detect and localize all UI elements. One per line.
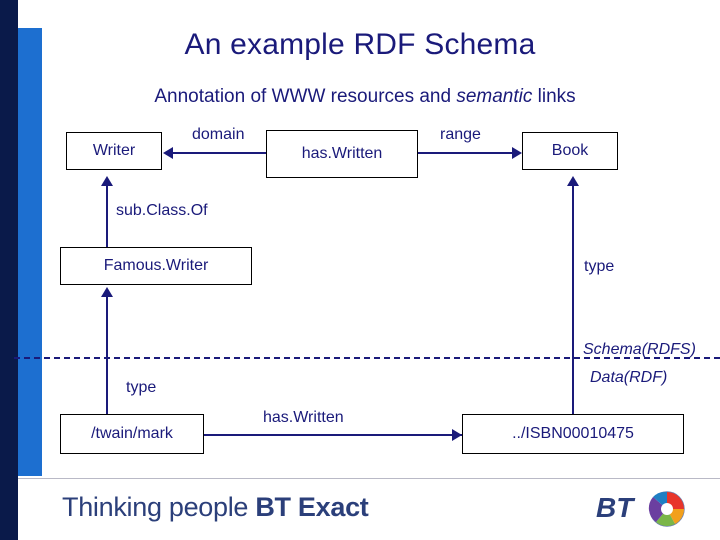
node-famous-writer[interactable]: Famous.Writer (60, 247, 252, 285)
sub-class-of-edge-arrowhead (101, 176, 113, 186)
page-title: An example RDF Schema (184, 28, 536, 61)
layer-divider (14, 357, 720, 359)
domain-edge-line (172, 152, 266, 154)
page-subtitle: Annotation of WWW resources and semantic… (40, 86, 690, 108)
node-book-label: Book (551, 142, 589, 159)
node-isbn[interactable]: ../ISBN00010475 (462, 414, 684, 454)
edge-label-domain: domain (192, 126, 245, 143)
left-dark-bar (0, 0, 18, 540)
node-writer-label: Writer (92, 142, 136, 159)
type-left-edge-line (106, 297, 108, 414)
bt-logo: BT (596, 488, 706, 530)
edge-label-range: range (440, 126, 481, 143)
edge-label-type-right: type (584, 258, 615, 275)
node-isbn-label: ../ISBN00010475 (512, 425, 634, 442)
footer-tagline-thin: Thinking people (62, 492, 249, 522)
range-edge-arrowhead (512, 147, 522, 159)
node-has-written-top[interactable]: has.Written (266, 130, 418, 178)
left-blue-bar (18, 28, 42, 476)
footer-tagline: Thinking people BT Exact (62, 492, 369, 523)
has-written-bottom-edge-arrowhead (452, 429, 462, 441)
edge-label-sub-class-of: sub.Class.Of (116, 202, 208, 219)
subtitle-emphasis-text: semantic (456, 86, 533, 107)
bt-connected-world-icon (648, 491, 685, 527)
bt-logo-wordmark: BT (596, 492, 634, 523)
layer-label-schema: Schema(RDFS) (583, 341, 696, 358)
node-famous-writer-label: Famous.Writer (103, 257, 209, 274)
edge-label-type-left: type (126, 379, 157, 396)
type-right-edge-line (572, 186, 574, 414)
has-written-bottom-edge-line (204, 434, 462, 436)
range-edge-line (418, 152, 512, 154)
subtitle-post-text: links (532, 86, 576, 107)
footer-divider (18, 478, 720, 479)
node-writer[interactable]: Writer (66, 132, 162, 170)
node-twain-mark[interactable]: /twain/mark (60, 414, 204, 454)
domain-edge-arrowhead (163, 147, 173, 159)
edge-label-has-written-bottom: has.Written (263, 409, 344, 426)
type-right-edge-arrowhead (567, 176, 579, 186)
node-book[interactable]: Book (522, 132, 618, 170)
node-twain-mark-label: /twain/mark (91, 425, 173, 442)
footer-tagline-bold: BT Exact (255, 492, 369, 522)
subtitle-pre-text: Annotation of WWW resources and (154, 86, 457, 107)
node-has-written-top-label: has.Written (301, 145, 383, 162)
type-left-edge-arrowhead (101, 287, 113, 297)
sub-class-of-edge-line (106, 186, 108, 247)
layer-label-data: Data(RDF) (590, 369, 668, 386)
